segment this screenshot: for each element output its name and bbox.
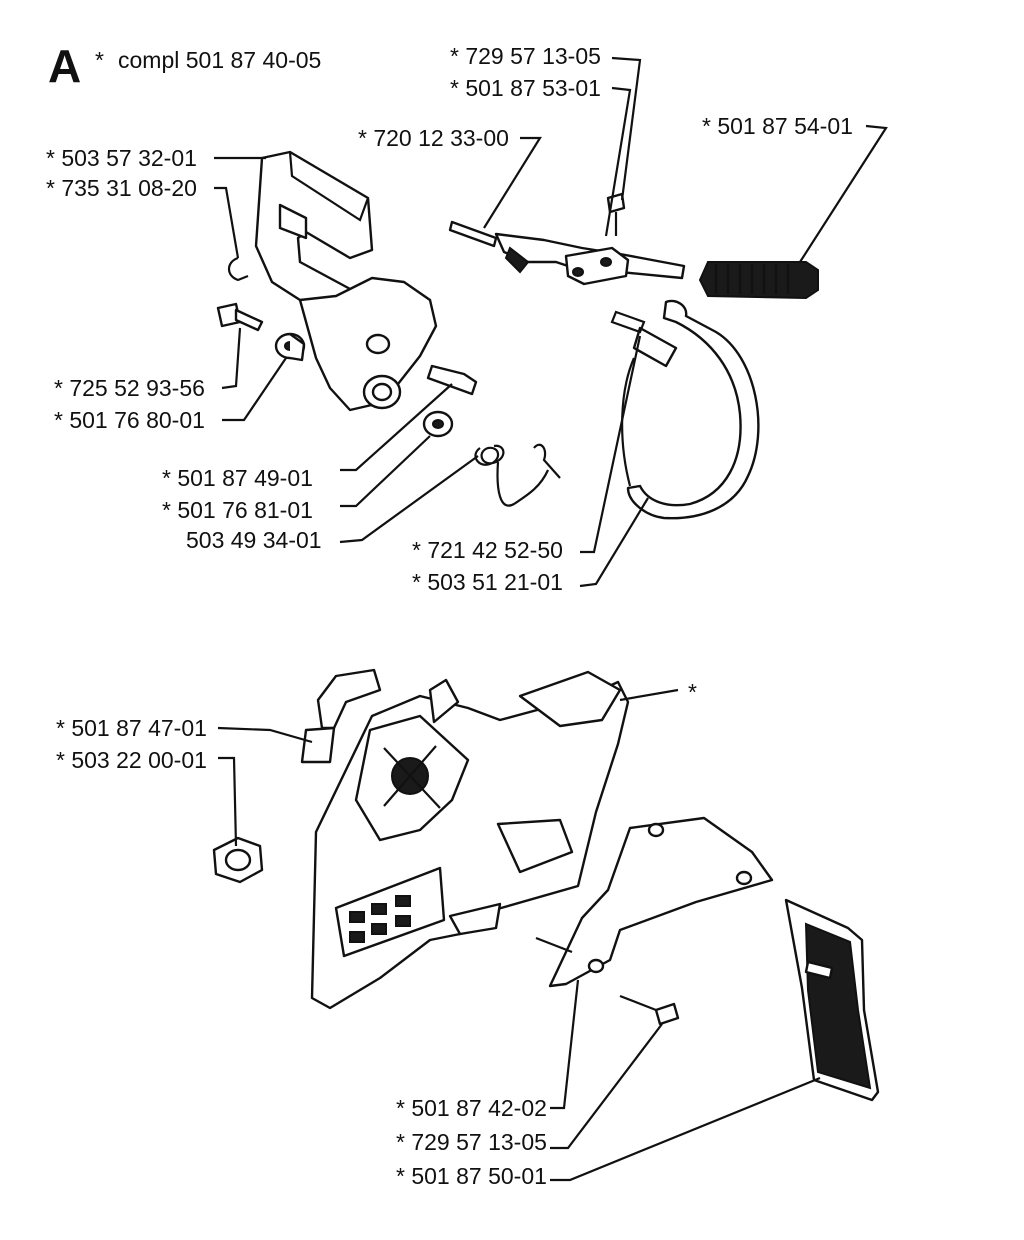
label-501-76-80-01: * 501 76 80-01	[54, 407, 205, 433]
label-503-49-34-01: 503 49 34-01	[186, 527, 322, 553]
spring-part	[474, 443, 561, 507]
shoulder-screw-part	[216, 302, 264, 332]
pin-part	[426, 364, 478, 396]
label-501-87-47-01: * 501 87 47-01	[56, 715, 207, 741]
brake-lever-part	[494, 232, 686, 286]
label-729-57-13-05-bottom: * 729 57 13-05	[396, 1129, 547, 1155]
label-501-76-81-01: * 501 76 81-01	[162, 497, 313, 523]
clip-spring-part	[300, 668, 382, 764]
brake-handle-grip-part	[698, 261, 819, 300]
label-501-87-49-01: * 501 87 49-01	[162, 465, 313, 491]
clutch-cover-body-part	[310, 670, 630, 1010]
bushing-part	[274, 332, 306, 362]
label-720-12-33-00: * 720 12 33-00	[358, 125, 509, 151]
hand-guard-part	[254, 150, 438, 412]
linkage-pin-part	[448, 220, 498, 248]
side-plate-part	[784, 898, 880, 1102]
label-725-52-93-56: * 725 52 93-56	[54, 375, 205, 401]
cover-screw-part	[619, 994, 680, 1026]
label-735-31-08-20: * 735 31 08-20	[46, 175, 197, 201]
brake-band-part	[610, 299, 760, 520]
chain-guide-plate-part	[548, 816, 774, 988]
label-503-51-21-01: * 503 51 21-01	[412, 569, 563, 595]
label-501-87-42-02: * 501 87 42-02	[396, 1095, 547, 1121]
assembly-letter: A	[48, 40, 81, 92]
pivot-bushing-part	[422, 410, 454, 438]
label-503-22-00-01: * 503 22 00-01	[56, 747, 207, 773]
label-501-87-50-01: * 501 87 50-01	[396, 1163, 547, 1189]
label-501-87-53-01: * 501 87 53-01	[450, 75, 601, 101]
label-721-42-52-50: * 721 42 52-50	[412, 537, 563, 563]
label-501-87-54-01: * 501 87 54-01	[702, 113, 853, 139]
label-503-57-32-01: * 503 57 32-01	[46, 145, 197, 171]
assembly-complete-label: compl 501 87 40-05	[118, 47, 321, 73]
assembly-star: *	[95, 47, 104, 73]
leader-lines	[214, 56, 888, 1182]
label-729-57-13-05-top: * 729 57 13-05	[450, 43, 601, 69]
e-clip-part	[227, 256, 249, 282]
nut-part	[212, 836, 264, 884]
label-star-cover: *	[688, 679, 697, 705]
